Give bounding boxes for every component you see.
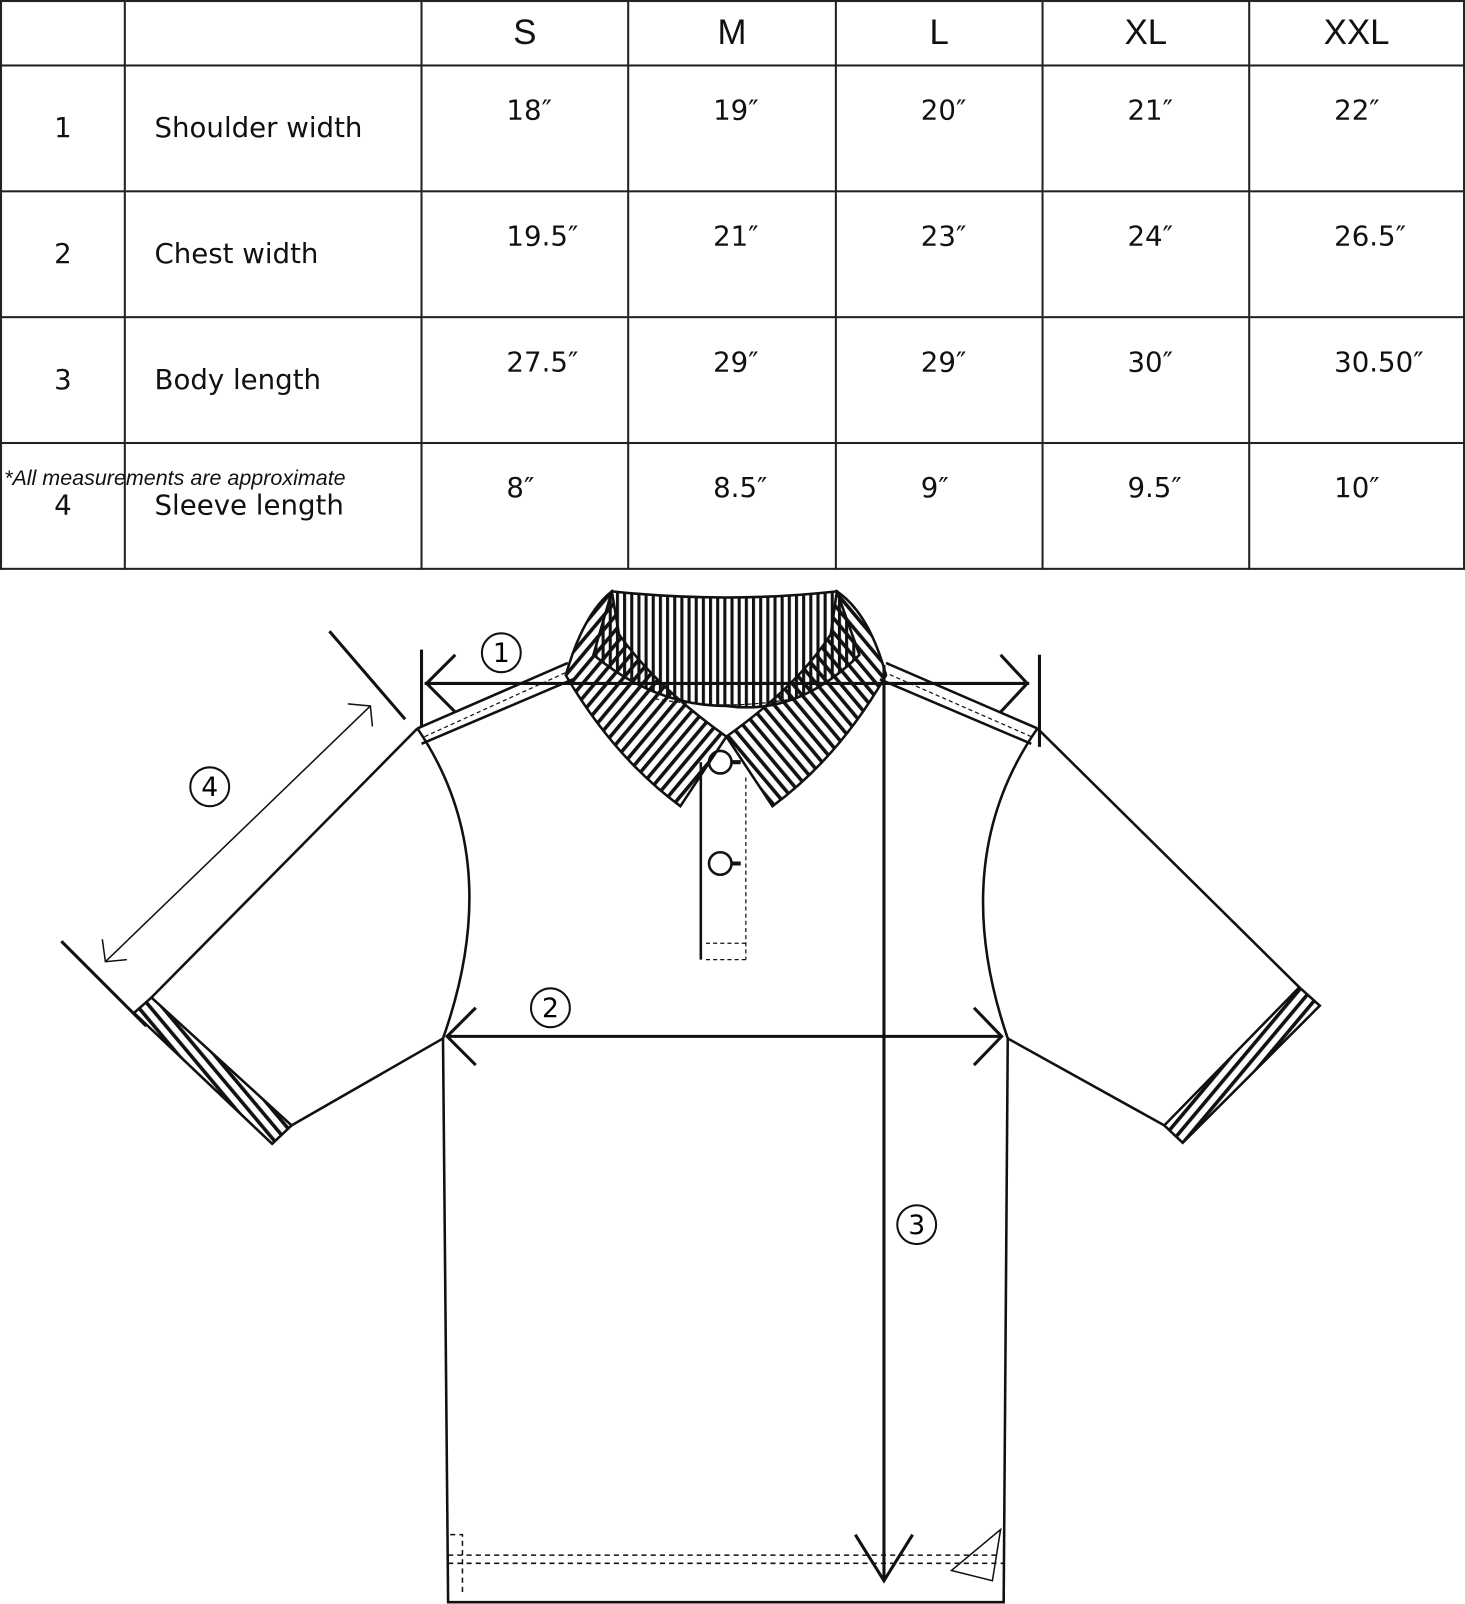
svg-text:2: 2 bbox=[542, 993, 559, 1024]
cell-value: 18″ bbox=[420, 64, 630, 193]
cell-value: 21″ bbox=[1041, 64, 1251, 193]
empty-cell bbox=[123, 0, 423, 67]
cell-value: 10″ bbox=[1248, 441, 1465, 570]
marker-3: 3 bbox=[896, 1204, 938, 1246]
cell-value: 23″ bbox=[834, 190, 1044, 319]
cell-value: 9″ bbox=[834, 441, 1044, 570]
cell-value: 8″ bbox=[420, 441, 630, 570]
table-row: 3 Body length 27.5″ 29″ 29″ 30″ 30.50″ bbox=[0, 316, 1465, 445]
cell-value: 19″ bbox=[627, 64, 837, 193]
row-label: Sleeve length bbox=[123, 441, 423, 570]
cell-value: 8.5″ bbox=[627, 441, 837, 570]
chest-measure-line bbox=[444, 1006, 1004, 1067]
marker-4: 4 bbox=[189, 766, 231, 808]
row-number: 4 bbox=[0, 441, 126, 570]
cell-value: 27.5″ bbox=[420, 316, 630, 445]
marker-2: 2 bbox=[529, 987, 571, 1029]
empty-cell bbox=[0, 0, 126, 67]
row-number: 1 bbox=[0, 64, 126, 193]
table-row: 4 Sleeve length 8″ 8.5″ 9″ 9.5″ 10″ bbox=[0, 441, 1465, 570]
cell-value: 24″ bbox=[1041, 190, 1251, 319]
right-sleeve bbox=[1007, 727, 1301, 1127]
row-label: Chest width bbox=[123, 190, 423, 319]
cell-value: 29″ bbox=[834, 316, 1044, 445]
cell-value: 26.5″ bbox=[1248, 190, 1465, 319]
sleeve-measure-line bbox=[60, 630, 407, 1028]
svg-text:1: 1 bbox=[493, 638, 510, 669]
collar-right bbox=[724, 589, 888, 809]
svg-text:3: 3 bbox=[908, 1210, 925, 1241]
row-label: Body length bbox=[123, 316, 423, 445]
row-number: 3 bbox=[0, 316, 126, 445]
shirt-body bbox=[441, 1038, 1010, 1604]
header-row: S M L XL XXL bbox=[0, 0, 1465, 67]
cell-value: 21″ bbox=[627, 190, 837, 319]
size-header: XL bbox=[1041, 0, 1251, 67]
svg-text:4: 4 bbox=[201, 772, 218, 803]
shoulder-measure-line bbox=[419, 649, 1042, 747]
size-header: M bbox=[627, 0, 837, 67]
table-row: 1 Shoulder width 18″ 19″ 20″ 21″ 22″ bbox=[0, 64, 1465, 193]
cell-value: 22″ bbox=[1248, 64, 1465, 193]
left-sleeve bbox=[150, 727, 444, 1127]
row-number: 2 bbox=[0, 190, 126, 319]
size-header: L bbox=[834, 0, 1044, 67]
cell-value: 30.50″ bbox=[1248, 316, 1465, 445]
size-table: S M L XL XXL 1 Shoulder width 18″ 19″ 20… bbox=[0, 0, 1465, 570]
collar-left bbox=[564, 589, 729, 809]
cell-value: 29″ bbox=[627, 316, 837, 445]
length-measure-line bbox=[854, 665, 914, 1584]
size-header: S bbox=[420, 0, 630, 67]
cell-value: 20″ bbox=[834, 64, 1044, 193]
row-label: Shoulder width bbox=[123, 64, 423, 193]
size-header: XXL bbox=[1248, 0, 1465, 67]
cell-value: 30″ bbox=[1041, 316, 1251, 445]
cell-value: 19.5″ bbox=[420, 190, 630, 319]
footnote: *All measurements are approximate bbox=[4, 466, 346, 491]
marker-1: 1 bbox=[480, 632, 522, 674]
table-row: 2 Chest width 19.5″ 21″ 23″ 24″ 26.5″ bbox=[0, 190, 1465, 319]
cell-value: 9.5″ bbox=[1041, 441, 1251, 570]
